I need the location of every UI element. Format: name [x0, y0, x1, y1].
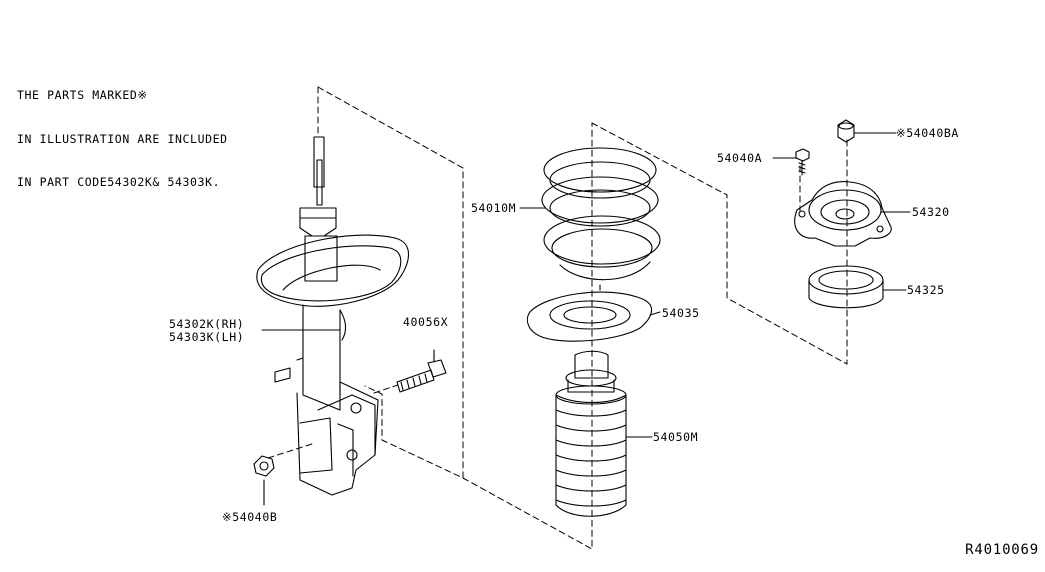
nut-54040b [253, 455, 275, 506]
strut-assembly [256, 136, 410, 496]
note-line-2: IN ILLUSTRATION ARE INCLUDED [17, 131, 228, 146]
nut-54040ba [837, 119, 855, 143]
parts-note: THE PARTS MARKED※ IN ILLUSTRATION ARE IN… [17, 59, 228, 204]
spring-seat-54035 [526, 284, 652, 342]
bolt-40056x [396, 349, 447, 393]
part-label-54320[interactable]: 54320 [912, 205, 950, 219]
bracket-hole-upper [350, 402, 362, 414]
strut-body [302, 304, 341, 411]
strut-seat-plate [256, 234, 410, 307]
part-label-54302k[interactable]: 54302K(RH) [169, 317, 245, 331]
strut-bracket [296, 381, 379, 496]
part-label-54010m[interactable]: 54010M [471, 201, 517, 215]
diagram-reference-code: R4010069 [965, 542, 1039, 558]
part-label-54040ba[interactable]: ※54040BA [896, 126, 959, 140]
left-dashed-plane [317, 86, 464, 479]
middle-dashed-plane [591, 122, 848, 365]
bound-bumper-54050m [555, 350, 627, 517]
coil-spring-54010m [541, 147, 661, 281]
part-label-54040b[interactable]: ※54040B [222, 510, 278, 524]
part-label-54303k[interactable]: 54303K(LH) [169, 330, 245, 344]
bolt-54040a [795, 148, 810, 176]
leader-lines [261, 132, 911, 438]
part-label-54035[interactable]: 54035 [662, 306, 700, 320]
strut-mount-54320 [794, 181, 892, 247]
bearing-54325 [808, 265, 884, 309]
middle-dashed-plane-lower [462, 122, 593, 550]
part-label-40056x[interactable]: 40056X [403, 315, 449, 329]
assembly-dashed-planes [267, 86, 848, 550]
piston-rod-top [313, 136, 325, 188]
bracket-hole-lower [346, 449, 358, 461]
bolt-line [373, 384, 399, 394]
part-label-54050m[interactable]: 54050M [653, 430, 699, 444]
strut-knuckle-leader [267, 442, 316, 459]
note-line-3: IN PART CODE54302K& 54303K. [17, 175, 221, 189]
note-line-1: THE PARTS MARKED※ [17, 88, 148, 102]
strut-collar [299, 207, 337, 237]
piston-rod [316, 159, 323, 206]
part-label-54040a[interactable]: 54040A [717, 151, 763, 165]
strut-upper-tube [304, 235, 338, 282]
part-label-54325[interactable]: 54325 [907, 283, 945, 297]
